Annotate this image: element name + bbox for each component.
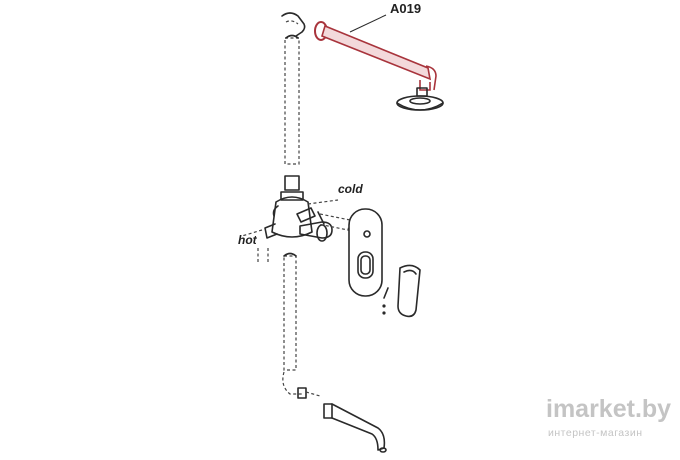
- part-code-label: A019: [390, 1, 421, 16]
- shower-arm-icon: [314, 21, 437, 91]
- lower-riser-pipe: [283, 252, 297, 371]
- watermark-brand: imarket.by: [546, 395, 671, 423]
- shower-head-icon: [396, 87, 444, 111]
- hot-label: hot: [238, 233, 258, 247]
- lever-handle-icon: [382, 264, 421, 318]
- wall-plate-icon: [348, 208, 383, 297]
- mixer-valve-icon: [264, 175, 333, 242]
- cold-label: cold: [338, 182, 363, 196]
- watermark-logo: imarket.by интернет-магазин: [546, 395, 671, 439]
- part-leader-line: [349, 14, 387, 33]
- hot-inlet-pipe: [241, 229, 269, 262]
- bath-spout-icon: [323, 403, 387, 453]
- top-elbow-icon: [281, 12, 306, 37]
- upper-riser-pipe: [284, 34, 300, 165]
- watermark-subtitle: интернет-магазин: [548, 427, 643, 439]
- bottom-elbow-icon: [282, 371, 321, 399]
